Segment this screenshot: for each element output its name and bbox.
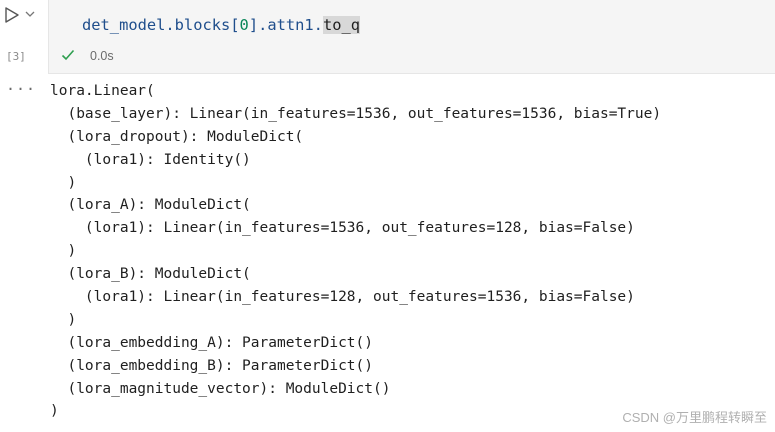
output-line: (lora1): Identity() (50, 151, 251, 168)
code-token: det_model.blocks[ (82, 16, 240, 34)
chevron-down-icon[interactable] (24, 9, 36, 19)
execution-time: 0.0s (90, 49, 114, 63)
output-line: (lora_embedding_A): ParameterDict() (50, 334, 374, 351)
check-icon (61, 49, 75, 61)
code-token: ].attn1. (248, 16, 323, 34)
cell-output: lora.Linear( (base_layer): Linear(in_fea… (50, 80, 661, 423)
output-line: (lora_magnitude_vector): ModuleDict() (50, 380, 391, 397)
output-line: ) (50, 243, 77, 260)
play-icon[interactable] (4, 6, 20, 24)
output-line: (lora1): Linear(in_features=1536, out_fe… (50, 220, 635, 237)
code-token-index: 0 (239, 16, 249, 34)
output-more-icon[interactable]: ··· (6, 80, 37, 98)
output-line: ) (50, 311, 77, 328)
output-line: ) (50, 174, 77, 191)
output-line: (lora1): Linear(in_features=128, out_fea… (50, 289, 635, 306)
selected-text: to_q (322, 16, 361, 34)
output-line: (lora_A): ModuleDict( (50, 197, 251, 214)
output-line: (base_layer): Linear(in_features=1536, o… (50, 105, 662, 122)
watermark: CSDN @万里鹏程转瞬至 (622, 410, 767, 425)
execution-count: [3] (6, 50, 26, 63)
code-line[interactable]: det_model.blocks[0].attn1.to_q (82, 16, 361, 34)
output-line: (lora_dropout): ModuleDict( (50, 128, 304, 145)
output-line: (lora_B): ModuleDict( (50, 266, 251, 283)
output-line: lora.Linear( (50, 83, 155, 99)
output-line: ) (50, 403, 59, 420)
output-line: (lora_embedding_B): ParameterDict() (50, 357, 374, 374)
code-cell-editor[interactable]: det_model.blocks[0].attn1.to_q (48, 0, 775, 74)
